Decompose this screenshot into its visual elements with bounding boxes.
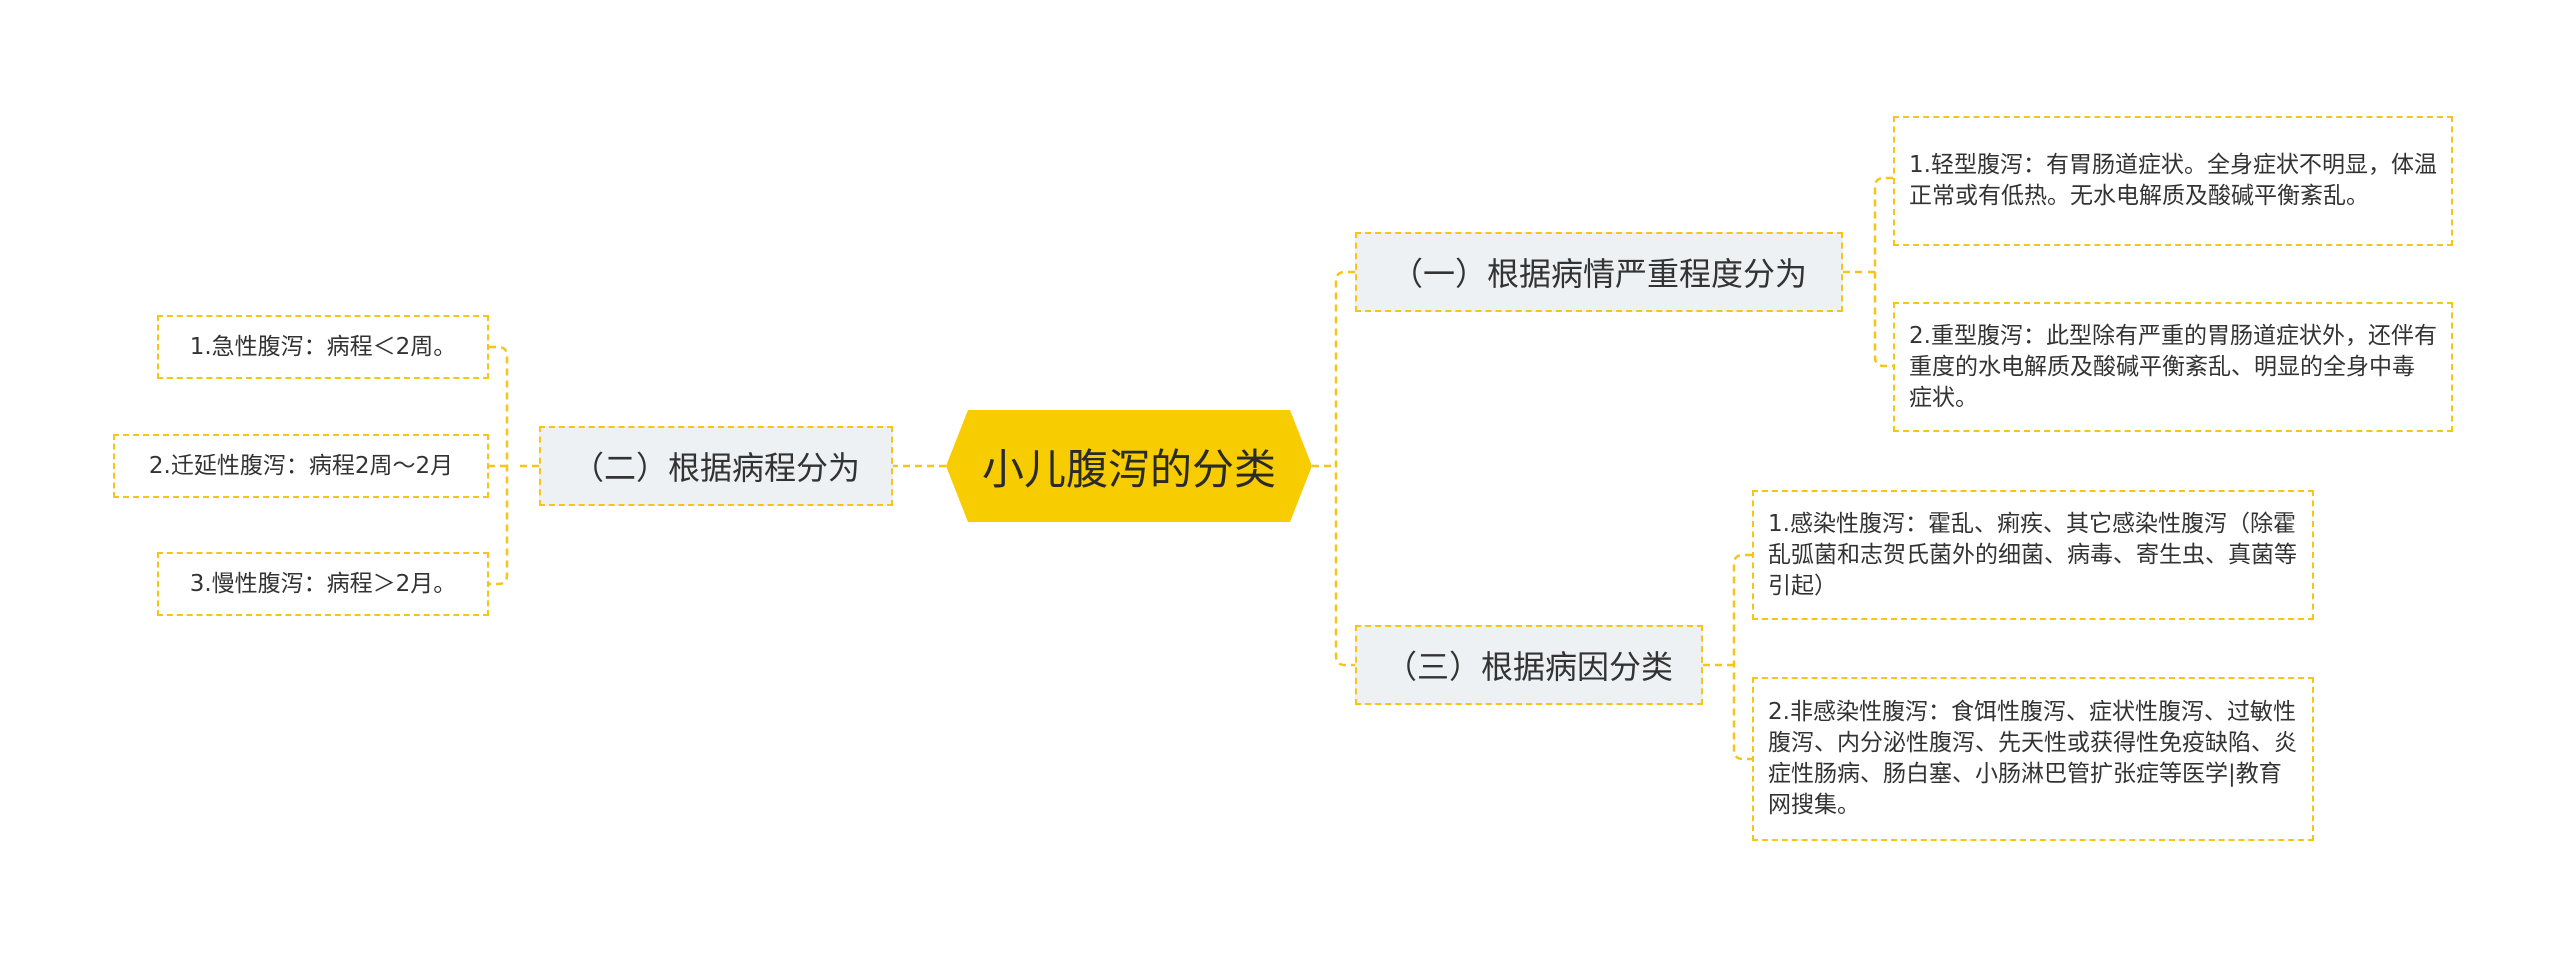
- root-topic-label: 小儿腹泻的分类: [981, 444, 1276, 494]
- branch-course-label: （二）根据病程分为: [571, 449, 860, 487]
- leaf-persistent-diarrhea[interactable]: 2.迁延性腹泻：病程2周～2月: [113, 434, 489, 498]
- leaf-acute-diarrhea[interactable]: 1.急性腹泻：病程＜2周。: [157, 315, 489, 379]
- branch-severity[interactable]: （一）根据病情严重程度分为: [1355, 232, 1843, 312]
- connector-branch1-leaves: [1843, 176, 1893, 368]
- branch-course[interactable]: （二）根据病程分为: [539, 426, 893, 506]
- leaf-infectious-diarrhea[interactable]: 1.感染性腹泻：霍乱、痢疾、其它感染性腹泻（除霍乱弧菌和志贺氏菌外的细菌、病毒、…: [1752, 490, 2314, 620]
- branch-cause[interactable]: （三）根据病因分类: [1355, 625, 1703, 705]
- leaf-severe-diarrhea-text: 2.重型腹泻：此型除有严重的胃肠道症状外，还伴有重度的水电解质及酸碱平衡紊乱、明…: [1909, 322, 2437, 411]
- leaf-noninfectious-diarrhea-text: 2.非感染性腹泻：食饵性腹泻、症状性腹泻、过敏性腹泻、内分泌性腹泻、先天性或获得…: [1768, 699, 2297, 818]
- connector-branch2-leaves: [489, 345, 539, 586]
- connector-branch3-leaves: [1703, 553, 1752, 761]
- leaf-persistent-diarrhea-text: 2.迁延性腹泻：病程2周～2月: [148, 452, 454, 479]
- leaf-mild-diarrhea-text: 1.轻型腹泻：有胃肠道症状。全身症状不明显，体温正常或有低热。无水电解质及酸碱平…: [1909, 152, 2437, 209]
- branch-severity-label: （一）根据病情严重程度分为: [1390, 255, 1807, 293]
- leaf-acute-diarrhea-text: 1.急性腹泻：病程＜2周。: [189, 333, 457, 360]
- leaf-chronic-diarrhea-text: 3.慢性腹泻：病程＞2月。: [189, 570, 457, 597]
- leaf-chronic-diarrhea[interactable]: 3.慢性腹泻：病程＞2月。: [157, 552, 489, 616]
- leaf-severe-diarrhea[interactable]: 2.重型腹泻：此型除有严重的胃肠道症状外，还伴有重度的水电解质及酸碱平衡紊乱、明…: [1893, 302, 2453, 432]
- leaf-mild-diarrhea[interactable]: 1.轻型腹泻：有胃肠道症状。全身症状不明显，体温正常或有低热。无水电解质及酸碱平…: [1893, 116, 2453, 246]
- branch-cause-label: （三）根据病因分类: [1384, 648, 1673, 686]
- root-topic[interactable]: 小儿腹泻的分类: [946, 410, 1312, 522]
- leaf-infectious-diarrhea-text: 1.感染性腹泻：霍乱、痢疾、其它感染性腹泻（除霍乱弧菌和志贺氏菌外的细菌、病毒、…: [1768, 510, 2297, 599]
- connector-root-branch1: [1334, 270, 1355, 667]
- leaf-noninfectious-diarrhea[interactable]: 2.非感染性腹泻：食饵性腹泻、症状性腹泻、过敏性腹泻、内分泌性腹泻、先天性或获得…: [1752, 677, 2314, 841]
